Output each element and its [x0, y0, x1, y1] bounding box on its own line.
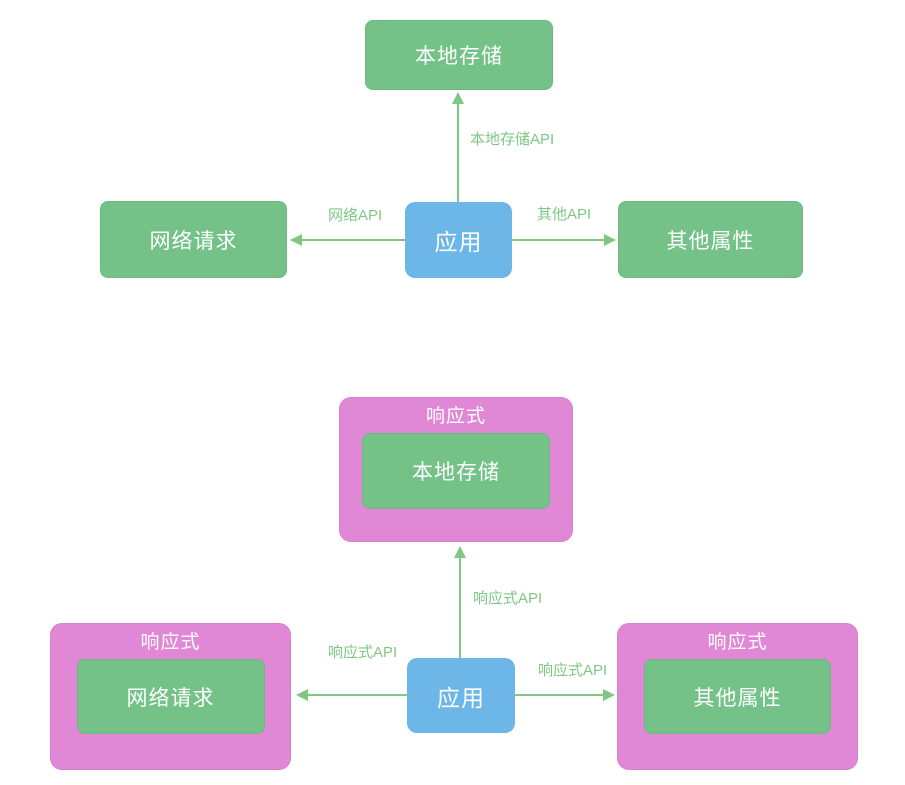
group-reactive-other: 响应式 其他属性 — [617, 623, 858, 770]
group-reactive-local-storage: 响应式 本地存储 — [339, 397, 573, 542]
node-other-properties: 其他属性 — [618, 201, 803, 278]
node-reactive-other-properties: 其他属性 — [644, 659, 831, 734]
node-app-reactive: 应用 — [407, 658, 515, 733]
edge-app-to-reactive-local-storage-arrowhead — [454, 546, 466, 558]
edge-label-reactive-api-right: 响应式API — [538, 662, 608, 679]
edge-label-reactive-api-left: 响应式API — [328, 644, 398, 661]
edge-app-to-reactive-other-arrowhead — [603, 689, 615, 701]
node-local-storage: 本地存储 — [365, 20, 553, 90]
edge-app-to-reactive-network-arrowhead — [296, 689, 308, 701]
edge-label-other-api: 其他API — [537, 206, 592, 223]
node-reactive-network-request: 网络请求 — [76, 659, 265, 734]
node-network-request: 网络请求 — [100, 201, 287, 278]
edge-app-to-local-storage-arrowhead — [452, 92, 464, 104]
node-app: 应用 — [405, 202, 512, 278]
group-reactive-other-title: 响应式 — [707, 632, 768, 653]
edge-label-local-storage-api: 本地存储API — [470, 131, 555, 148]
node-reactive-local-storage: 本地存储 — [362, 433, 550, 509]
group-reactive-local-storage-title: 响应式 — [425, 406, 486, 427]
edge-label-network-api: 网络API — [328, 207, 383, 224]
edge-label-reactive-api-top: 响应式API — [473, 590, 543, 607]
group-reactive-network: 响应式 网络请求 — [50, 623, 291, 770]
group-reactive-network-title: 响应式 — [140, 632, 201, 653]
edge-app-to-network-arrowhead — [290, 234, 302, 246]
edge-app-to-other-arrowhead — [604, 234, 616, 246]
